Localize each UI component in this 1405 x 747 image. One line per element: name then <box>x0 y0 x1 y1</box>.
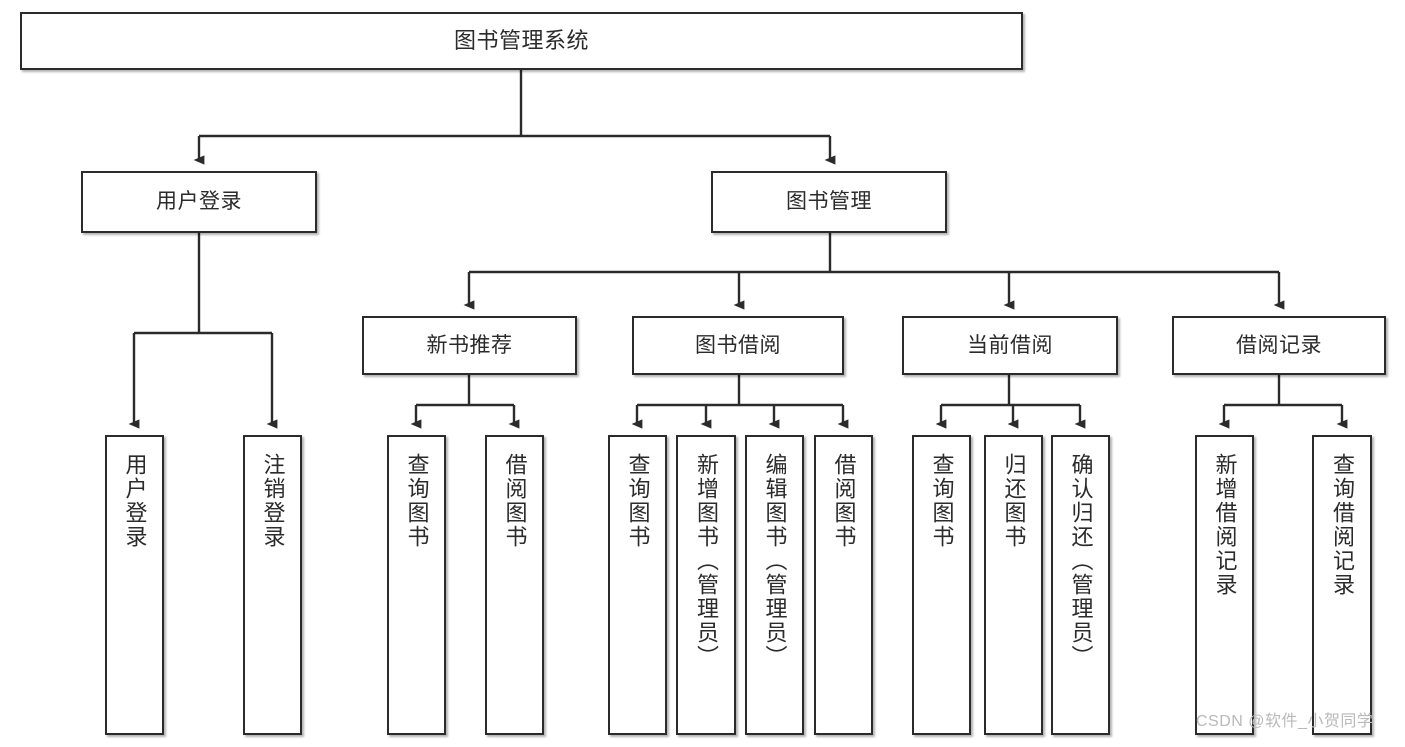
node-leaf-query-book-3[interactable]: 查询图书 <box>912 435 971 735</box>
node-leaf-user-login-label: 用户登录 <box>122 453 148 549</box>
node-leaf-confirm-return[interactable]: 确认归还（管理员） <box>1051 435 1110 735</box>
node-leaf-query-record[interactable]: 查询借阅记录 <box>1312 435 1372 735</box>
node-user-login[interactable]: 用户登录 <box>81 171 317 233</box>
csdn-watermark: CSDN @软件_小贺同学 <box>1196 713 1374 730</box>
node-leaf-add-record-label: 新增借阅记录 <box>1212 453 1238 597</box>
node-current-borrow-label: 当前借阅 <box>967 333 1053 357</box>
node-leaf-query-book-1-label: 查询图书 <box>404 453 430 549</box>
node-leaf-add-book[interactable]: 新增图书（管理员） <box>676 435 736 735</box>
node-leaf-query-book-1[interactable]: 查询图书 <box>387 435 446 735</box>
node-leaf-user-login[interactable]: 用户登录 <box>105 435 164 735</box>
node-leaf-add-record[interactable]: 新增借阅记录 <box>1195 435 1254 735</box>
node-current-borrow[interactable]: 当前借阅 <box>902 316 1118 375</box>
node-leaf-return-book[interactable]: 归还图书 <box>984 435 1043 735</box>
node-new-book-rec[interactable]: 新书推荐 <box>362 316 577 375</box>
node-leaf-edit-book[interactable]: 编辑图书（管理员） <box>745 435 804 735</box>
node-new-book-rec-label: 新书推荐 <box>426 333 513 357</box>
node-book-borrow[interactable]: 图书借阅 <box>632 316 844 375</box>
node-leaf-borrow-book-1[interactable]: 借阅图书 <box>485 435 544 735</box>
node-leaf-borrow-book-1-label: 借阅图书 <box>502 453 528 549</box>
node-root-label: 图书管理系统 <box>453 27 589 53</box>
node-leaf-query-record-label: 查询借阅记录 <box>1330 453 1355 597</box>
node-root[interactable]: 图书管理系统 <box>20 12 1023 70</box>
node-leaf-query-book-2[interactable]: 查询图书 <box>608 435 667 735</box>
node-leaf-borrow-book-2-label: 借阅图书 <box>831 453 857 549</box>
node-leaf-confirm-return-label: 确认归还（管理员） <box>1068 453 1094 669</box>
node-leaf-user-logout-label: 注销登录 <box>260 453 286 549</box>
node-borrow-record-label: 借阅记录 <box>1236 333 1322 357</box>
node-leaf-query-book-2-label: 查询图书 <box>625 453 651 549</box>
node-book-manage[interactable]: 图书管理 <box>711 171 947 233</box>
node-leaf-add-book-label: 新增图书（管理员） <box>694 453 719 669</box>
node-borrow-record[interactable]: 借阅记录 <box>1172 316 1386 375</box>
node-leaf-query-book-3-label: 查询图书 <box>929 453 955 549</box>
node-leaf-return-book-label: 归还图书 <box>1001 453 1027 549</box>
node-leaf-edit-book-label: 编辑图书（管理员） <box>762 453 788 669</box>
node-book-borrow-label: 图书借阅 <box>695 333 781 357</box>
node-user-login-label: 用户登录 <box>156 190 242 214</box>
node-leaf-borrow-book-2[interactable]: 借阅图书 <box>814 435 873 735</box>
node-book-manage-label: 图书管理 <box>786 190 872 214</box>
node-leaf-user-logout[interactable]: 注销登录 <box>243 435 302 735</box>
